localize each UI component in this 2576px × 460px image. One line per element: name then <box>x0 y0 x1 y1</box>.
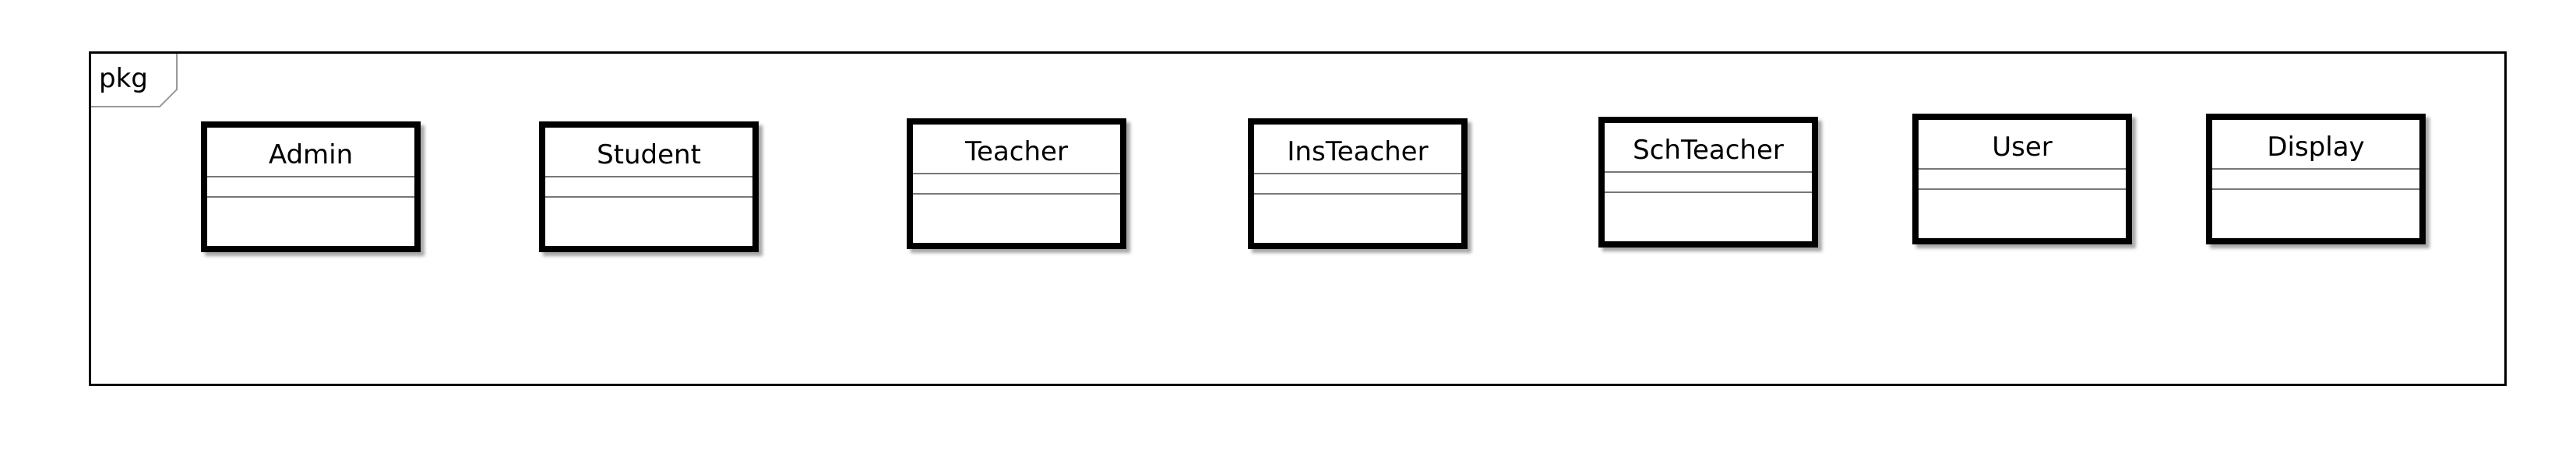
class-name: Display <box>2267 132 2365 163</box>
attributes-divider <box>1605 171 1812 173</box>
package-tab: pkg <box>91 54 180 108</box>
attributes-divider <box>545 176 752 177</box>
class-name: InsTeacher <box>1287 136 1429 167</box>
class-name: Teacher <box>965 136 1068 167</box>
operations-divider <box>207 196 414 198</box>
package-frame: pkg <box>89 51 2507 386</box>
package-tab-outline <box>91 54 178 107</box>
operations-divider <box>545 196 752 198</box>
class-name: Student <box>597 139 701 170</box>
class-name: Admin <box>268 139 354 170</box>
operations-divider <box>1254 193 1461 195</box>
operations-divider <box>2212 188 2419 190</box>
package-label: pkg <box>99 63 148 94</box>
attributes-divider <box>1919 168 2126 170</box>
attributes-divider <box>913 173 1120 174</box>
operations-divider <box>1919 188 2126 190</box>
operations-divider <box>913 193 1120 195</box>
operations-divider <box>1605 191 1812 193</box>
class-student[interactable]: Student <box>539 121 759 252</box>
class-name: User <box>1992 132 2053 163</box>
attributes-divider <box>1254 173 1461 174</box>
class-schteacher[interactable]: SchTeacher <box>1598 117 1818 248</box>
class-insteacher[interactable]: InsTeacher <box>1248 118 1468 249</box>
class-name: SchTeacher <box>1633 135 1784 166</box>
class-teacher[interactable]: Teacher <box>907 118 1126 249</box>
class-admin[interactable]: Admin <box>201 121 421 252</box>
attributes-divider <box>207 176 414 177</box>
class-display[interactable]: Display <box>2206 114 2426 244</box>
attributes-divider <box>2212 168 2419 170</box>
class-user[interactable]: User <box>1912 114 2132 244</box>
